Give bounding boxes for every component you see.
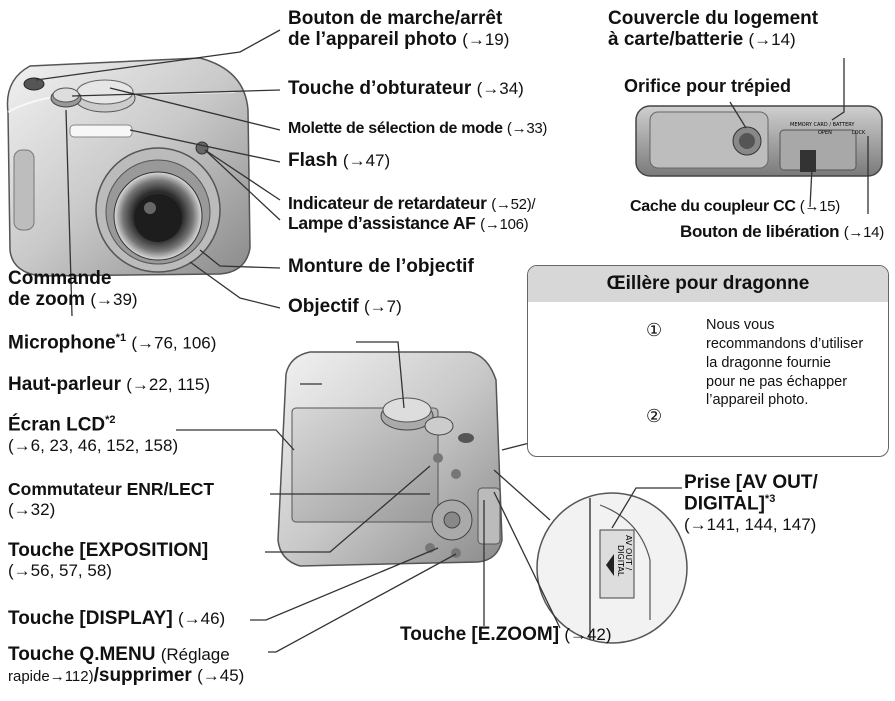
label-release-button: Bouton de libération (→14): [680, 222, 884, 241]
front-camera: [6, 57, 251, 277]
label-power-button: Bouton de marche/arrêt de l’appareil pho…: [288, 8, 510, 51]
bottom-camera: MEMORY CARD / BATTERY OPEN LOCK: [635, 105, 883, 177]
svg-text:LOCK: LOCK: [852, 130, 866, 136]
svg-text:OPEN: OPEN: [818, 130, 832, 136]
label-microphone: Microphone*1 (→76, 106): [8, 332, 217, 354]
label-ezoom-button: Touche [E.ZOOM] (→42): [400, 624, 612, 645]
label-qmenu-button: Touche Q.MENU (Réglage rapide→112)/suppr…: [8, 644, 245, 687]
label-lens-barrel: Monture de l’objectif: [288, 256, 474, 277]
label-av-out: Prise [AV OUT/ DIGITAL]*3 (→141, 144, 14…: [684, 472, 818, 534]
card-cover-print: MEMORY CARD / BATTERY: [790, 122, 855, 128]
leader-lines: [35, 29, 869, 653]
label-dc-cover: Cache du coupleur CC (→15): [630, 198, 840, 215]
strap-box-text: Nous vous recommandons d’utiliser la dra…: [706, 317, 864, 409]
step-2-marker: ②: [646, 406, 663, 426]
label-speaker: Haut-parleur (→22, 115): [8, 374, 211, 395]
port-print: AV OUT /: [624, 535, 633, 571]
label-lcd: Écran LCD*2 (→6, 23, 46, 152, 158): [8, 414, 179, 455]
step-1-marker: ①: [646, 320, 663, 340]
label-flash: Flash (→47): [288, 150, 391, 171]
strap-box-title: Œillère pour dragonne: [528, 266, 888, 302]
label-shutter-button: Touche d’obturateur (→34): [288, 78, 524, 99]
label-zoom-lever: Commande de zoom (→39): [8, 268, 138, 311]
label-lens: Objectif (→7): [288, 296, 402, 317]
label-display-button: Touche [DISPLAY] (→46): [8, 608, 226, 629]
label-exposure-button: Touche [EXPOSITION] (→56, 57, 58): [8, 540, 209, 581]
label-mode-dial: Molette de sélection de mode (→33): [288, 120, 548, 137]
label-self-timer: Indicateur de retardateur (→52)/ Lampe d…: [288, 193, 536, 233]
label-rec-play-switch: Commutateur ENR/LECT (→32): [8, 479, 215, 519]
svg-text:DIGITAL: DIGITAL: [616, 545, 625, 577]
strap-eyelet-box: Œillère pour dragonne ① ② Nous vous reco…: [527, 265, 889, 457]
label-card-cover: Couvercle du logement à carte/batterie (…: [608, 8, 819, 51]
label-tripod: Orifice pour trépied: [624, 76, 792, 96]
av-port-detail: AV OUT / DIGITAL: [536, 492, 688, 644]
